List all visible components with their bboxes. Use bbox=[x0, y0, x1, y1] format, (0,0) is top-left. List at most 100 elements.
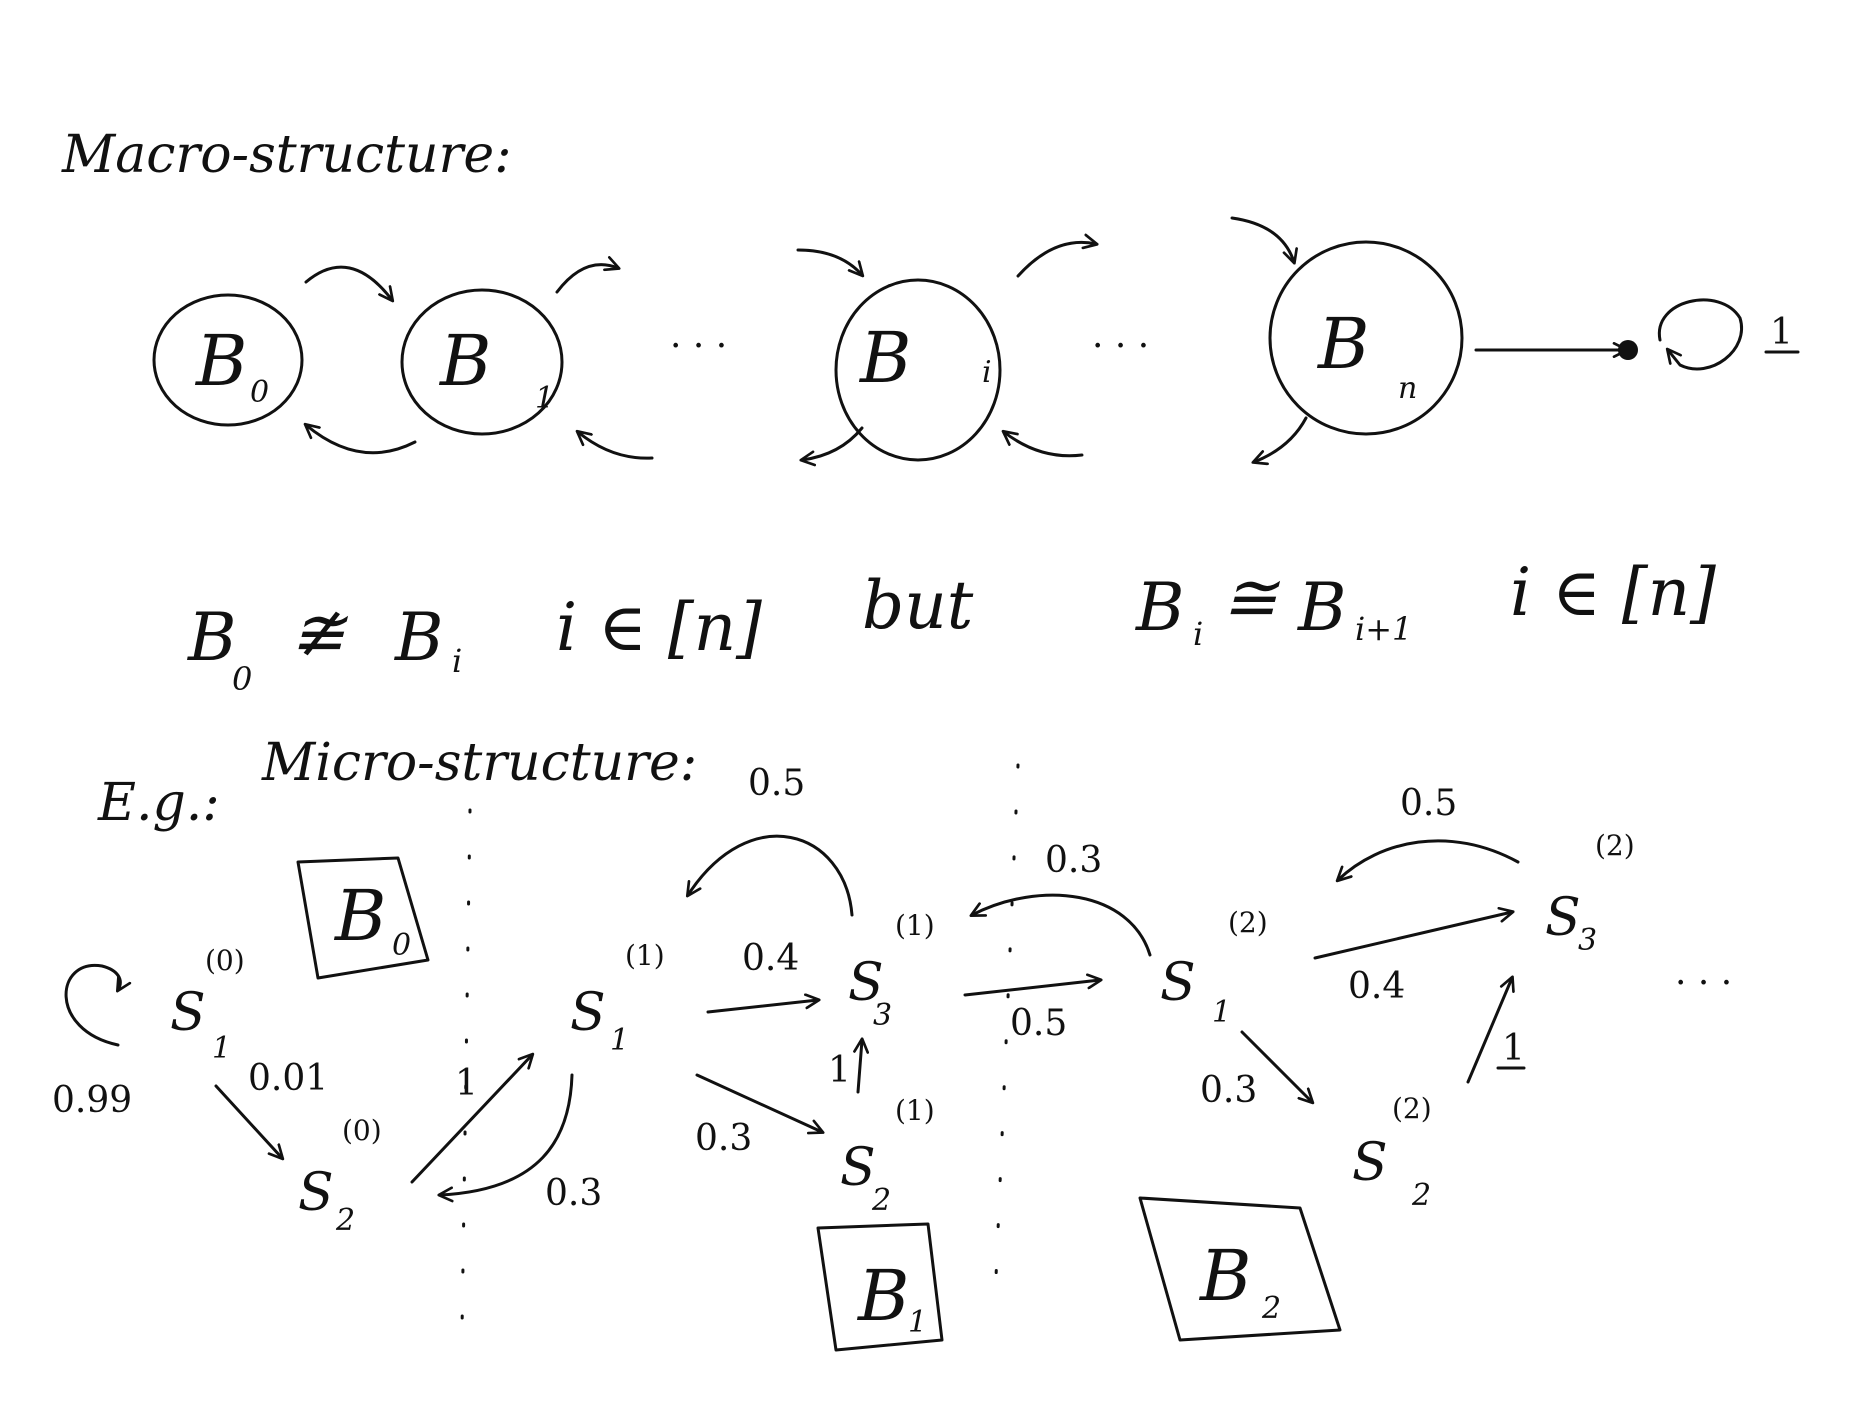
macro-transitions bbox=[303, 216, 1629, 467]
micro-block-b2: B 2 bbox=[1138, 1196, 1342, 1342]
eg-heading: E.g.: bbox=[97, 773, 220, 833]
block-subscript: n bbox=[1398, 371, 1417, 406]
relation-rhs-sub: i bbox=[452, 642, 462, 680]
state-s2-1: S 2 (1) bbox=[840, 1094, 935, 1218]
relation-rhs: B bbox=[1297, 569, 1347, 646]
state-letter: S bbox=[1545, 888, 1581, 948]
arrow-bi-backward bbox=[799, 426, 864, 467]
arrow-b0-to-b1 bbox=[304, 265, 395, 303]
arrow-s1-2-to-s2-2 bbox=[1240, 1030, 1315, 1105]
state-subscript: 3 bbox=[873, 998, 892, 1033]
block-subscript: 2 bbox=[1261, 1291, 1281, 1326]
relation-op: ≅ bbox=[1222, 559, 1281, 636]
relation-domain: i ∈ [n] bbox=[556, 589, 762, 666]
relation-lhs-sub: 0 bbox=[232, 660, 252, 698]
block-circle bbox=[152, 293, 304, 427]
state-letter: S bbox=[170, 983, 206, 1043]
state-subscript: 3 bbox=[1578, 923, 1597, 958]
prob-label: 0.5 bbox=[1400, 783, 1457, 824]
arrow-bi-forward bbox=[1016, 233, 1099, 278]
block-subscript: 0 bbox=[392, 928, 411, 963]
state-s2-0: S 2 (0) bbox=[298, 1114, 382, 1238]
arrow-b1-forward bbox=[555, 256, 621, 294]
arrow-s2-1-to-s3-1 bbox=[853, 1037, 870, 1094]
state-letter: S bbox=[298, 1163, 334, 1223]
block-letter: B bbox=[856, 1255, 909, 1337]
block-box bbox=[296, 856, 430, 980]
state-subscript: 2 bbox=[871, 1183, 891, 1218]
block-box bbox=[1138, 1196, 1342, 1342]
state-letter: S bbox=[1160, 953, 1196, 1013]
relation-connector: but bbox=[862, 567, 974, 644]
relation-domain: i ∈ [n] bbox=[1510, 554, 1716, 631]
block-letter: B bbox=[858, 317, 911, 399]
block-letter: B bbox=[194, 320, 247, 402]
arrow-s1-1-to-s2-1 bbox=[695, 1073, 825, 1135]
state-letter: S bbox=[570, 983, 606, 1043]
prob-label: 0.99 bbox=[52, 1080, 132, 1121]
state-s1-1: S 1 (1) bbox=[570, 939, 665, 1058]
arrow-s1-2-to-s3-1 bbox=[969, 893, 1152, 957]
block-subscript: 0 bbox=[250, 375, 269, 410]
prob-label: 0.3 bbox=[1200, 1070, 1257, 1111]
arrow-s1-0-to-s2-0 bbox=[214, 1084, 285, 1161]
block-subscript: i bbox=[982, 355, 992, 390]
absorbing-self-loop bbox=[1657, 298, 1744, 371]
macro-ellipsis-1: · · · bbox=[670, 326, 727, 367]
macro-block-b1: B 1 bbox=[400, 288, 564, 436]
state-subscript: 1 bbox=[610, 1023, 629, 1058]
state-superscript: (0) bbox=[205, 944, 245, 977]
block-letter: B bbox=[333, 875, 386, 957]
arrow-into-b1-back bbox=[575, 429, 654, 460]
state-superscript: (0) bbox=[342, 1114, 382, 1147]
prob-label: 1 bbox=[455, 1063, 478, 1104]
macro-structure-heading: Macro-structure: bbox=[61, 125, 512, 185]
state-s1-0: S 1 (0) bbox=[170, 944, 245, 1066]
relation-rhs-sub: i+1 bbox=[1355, 610, 1412, 648]
block-letter: B bbox=[1316, 303, 1369, 385]
prob-label: 0.3 bbox=[545, 1173, 602, 1214]
prob-label: 0.4 bbox=[742, 938, 799, 979]
prob-label: 1 bbox=[828, 1050, 851, 1091]
block-subscript: 1 bbox=[535, 381, 554, 416]
prob-label: 0.5 bbox=[748, 763, 805, 804]
block-letter: B bbox=[438, 320, 491, 402]
absorbing-state: 1 bbox=[1618, 298, 1800, 371]
micro-ellipsis: · · · bbox=[1675, 963, 1732, 1004]
state-subscript: 1 bbox=[212, 1031, 231, 1066]
state-superscript: (1) bbox=[625, 939, 665, 972]
arrow-s1-1-to-s2-0 bbox=[437, 1073, 574, 1203]
block-letter: B bbox=[1198, 1235, 1251, 1317]
block-box bbox=[816, 1222, 944, 1352]
prob-label: 0.5 bbox=[1010, 1003, 1067, 1044]
prob-label: 0.01 bbox=[248, 1058, 328, 1099]
micro-block-b1: B 1 bbox=[816, 1222, 944, 1352]
state-superscript: (2) bbox=[1595, 829, 1635, 862]
relation-lhs: B bbox=[187, 599, 237, 676]
state-subscript: 2 bbox=[335, 1203, 355, 1238]
block-circle bbox=[834, 278, 1002, 462]
relation-op: ≇ bbox=[290, 594, 349, 671]
arrow-s3-1-to-s1-2 bbox=[963, 973, 1103, 997]
block-subscript: 1 bbox=[908, 1305, 927, 1340]
state-superscript: (1) bbox=[895, 909, 935, 942]
state-subscript: 1 bbox=[1212, 995, 1231, 1030]
arrow-s3-1-to-s1-1 bbox=[685, 834, 854, 917]
arrow-into-bn bbox=[1230, 216, 1298, 265]
relation-left: B 0 ≇ B i i ∈ [n] bbox=[187, 589, 762, 698]
macro-block-bi: B i bbox=[834, 278, 1002, 462]
relation-lhs-sub: i bbox=[1193, 615, 1203, 653]
prob-label: 1 bbox=[1502, 1028, 1525, 1069]
micro-probability-labels: 0.99 0.01 1 0.3 0.5 0.4 0.3 1 0.3 0.5 0.… bbox=[52, 763, 1526, 1214]
arrow-s2-0-to-s1-1 bbox=[410, 1052, 535, 1184]
arrow-b1-to-b0 bbox=[303, 422, 417, 455]
macro-block-b0: B 0 bbox=[152, 293, 304, 427]
prob-label: 0.3 bbox=[695, 1118, 752, 1159]
state-s3-1: S 3 (1) bbox=[848, 909, 935, 1033]
macro-ellipsis-2: · · · bbox=[1092, 326, 1149, 367]
state-superscript: (1) bbox=[895, 1094, 935, 1127]
macro-block-bn: B n bbox=[1268, 240, 1464, 436]
arrow-bn-backward bbox=[1251, 416, 1308, 466]
micro-transitions bbox=[64, 834, 1520, 1203]
